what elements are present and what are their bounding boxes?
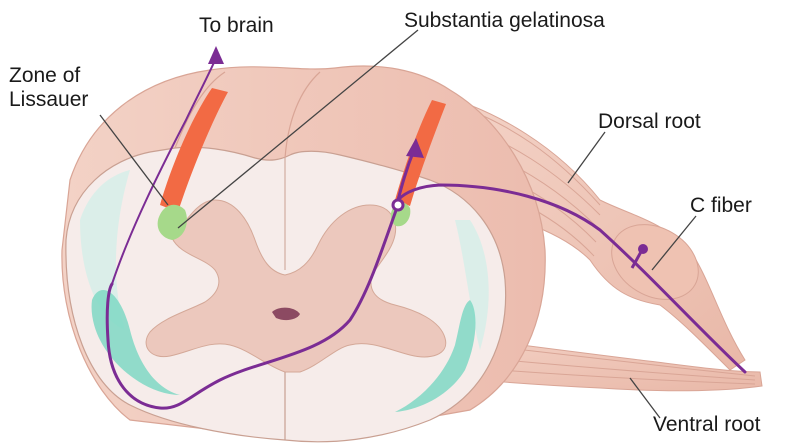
synapse-marker [393, 200, 403, 210]
arrow-to-brain-left [208, 46, 224, 64]
zone-of-lissauer-label-line1: Zone of [9, 64, 88, 88]
to-brain-label: To brain [199, 14, 274, 38]
c-fiber-label: C fiber [690, 194, 752, 218]
spinal-cord [62, 66, 545, 442]
c-fiber-cell-body [638, 244, 648, 254]
zone-of-lissauer-label: Zone of Lissauer [9, 64, 88, 111]
dorsal-root-label: Dorsal root [598, 110, 701, 134]
ventral-root-label: Ventral root [653, 413, 760, 437]
substantia-gelatinosa-label: Substantia gelatinosa [404, 9, 605, 33]
zone-of-lissauer-label-line2: Lissauer [9, 88, 88, 112]
leader-dorsal-root [568, 132, 605, 183]
